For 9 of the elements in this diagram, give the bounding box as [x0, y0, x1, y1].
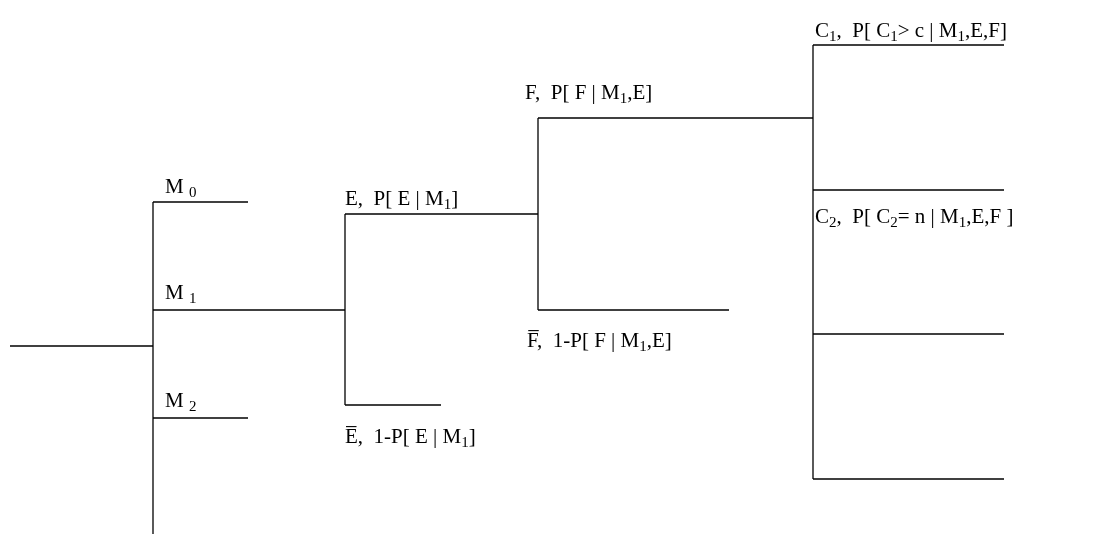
- branch-label: M $_{1}$: [165, 280, 197, 304]
- branch-label: E̅, 1-P[ E | M$_{1}$]: [345, 424, 476, 448]
- branch-label: F̅, 1-P[ F | M$_{1}$,E]: [527, 328, 672, 352]
- branch-label: F, P[ F | M$_{1}$,E]: [525, 80, 653, 104]
- branch-label: M $_{2}$: [165, 388, 197, 412]
- branch-label: M $_{0}$: [165, 174, 197, 198]
- branch-label: C$_{1}$, P[ C$_{1}$> c | M$_{1}$,E,F]: [815, 18, 1007, 42]
- branch-label: C$_{2}$, P[ C$_{2}$= n | M$_{1}$,E,F ]: [815, 204, 1014, 228]
- branch-label: E, P[ E | M$_{1}$]: [345, 186, 459, 210]
